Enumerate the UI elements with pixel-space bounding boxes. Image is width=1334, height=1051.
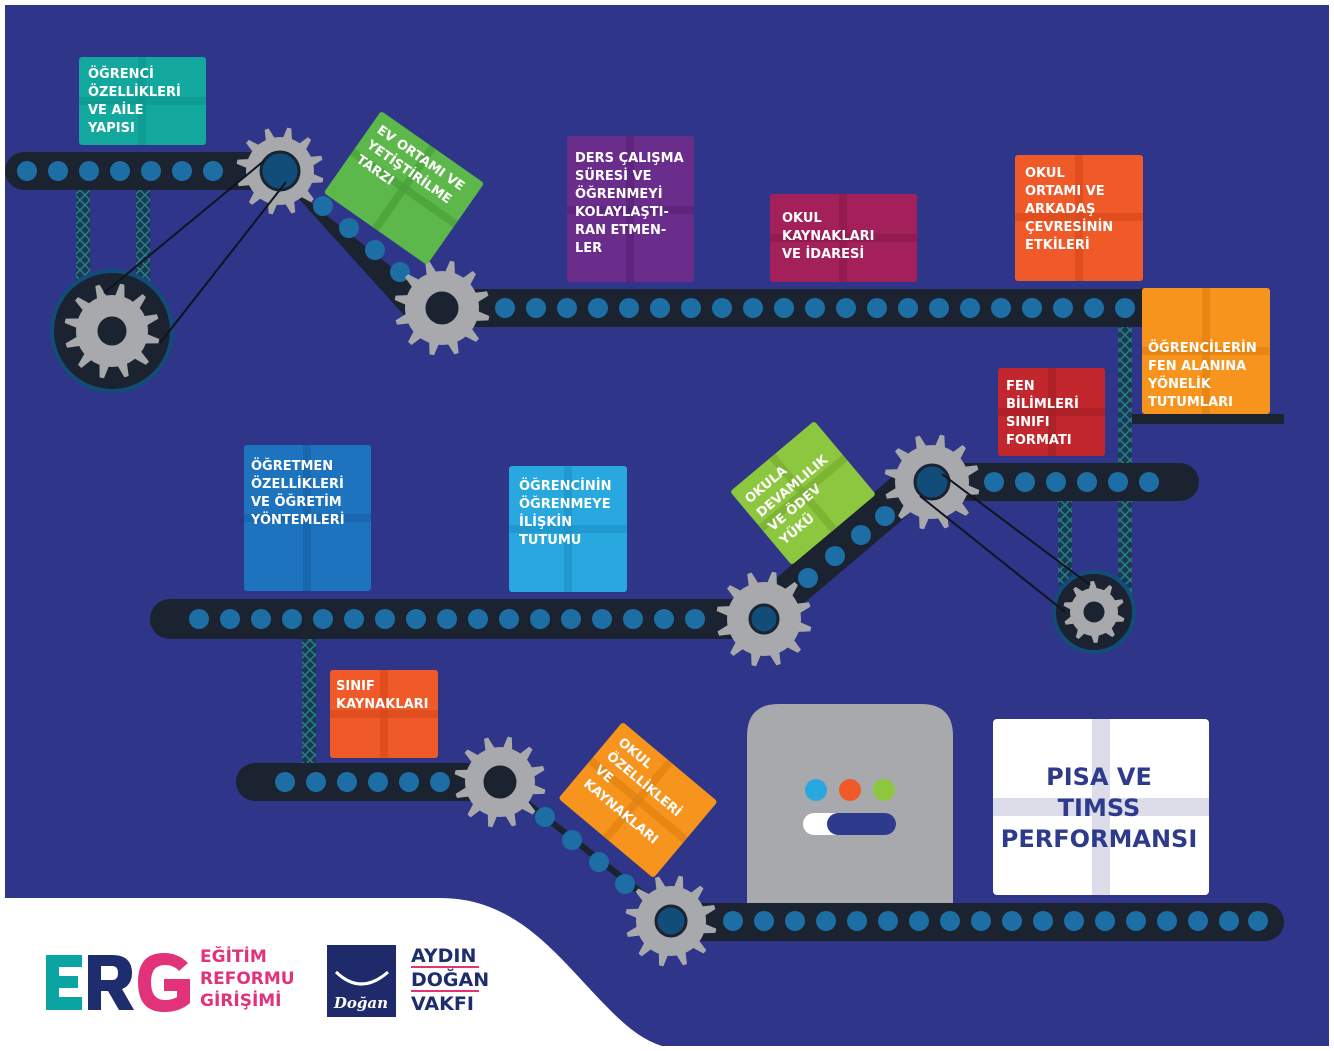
support-strut (302, 637, 316, 765)
support-strut (1118, 325, 1132, 595)
gear-icon (716, 571, 812, 667)
gear-icon (236, 127, 324, 215)
gear-icon (50, 269, 174, 393)
conveyor-belt-bottom-left (236, 763, 501, 801)
drive-chains (103, 159, 1091, 613)
conveyor-belt-lower (150, 599, 775, 639)
gear-icon (394, 260, 490, 356)
gear-icon (625, 875, 717, 967)
indicator-light-blue (805, 779, 827, 801)
support-strut (76, 188, 90, 283)
erg-letters (46, 953, 190, 1012)
svg-text:Doğan: Doğan (333, 994, 388, 1012)
factor-box-attendance-homework: OKULADEVAMLILIKVE ÖDEVYÜKÜ (731, 422, 875, 564)
gear-icon (454, 736, 546, 828)
shelf (1132, 414, 1284, 424)
factor-box-school-features-resources: OKULÖZELLİKLERİVEKAYNAKLARI (559, 723, 717, 877)
indicator-light-green (873, 779, 895, 801)
conveyor-belt-top-left (5, 152, 295, 190)
gear-icon (1052, 570, 1136, 654)
conveyor-belt-bottom (650, 903, 1284, 941)
belt-rollers (17, 161, 223, 181)
conveyor-belt-right-short (915, 463, 1199, 501)
processing-machine (747, 704, 953, 903)
support-strut (1058, 495, 1072, 585)
support-strut (136, 188, 150, 283)
gears (50, 127, 1136, 967)
conveyor-belt-middle (430, 289, 1206, 327)
dogan-mark (327, 945, 396, 1017)
indicator-light-orange (839, 779, 861, 801)
gear-icon (884, 434, 980, 530)
